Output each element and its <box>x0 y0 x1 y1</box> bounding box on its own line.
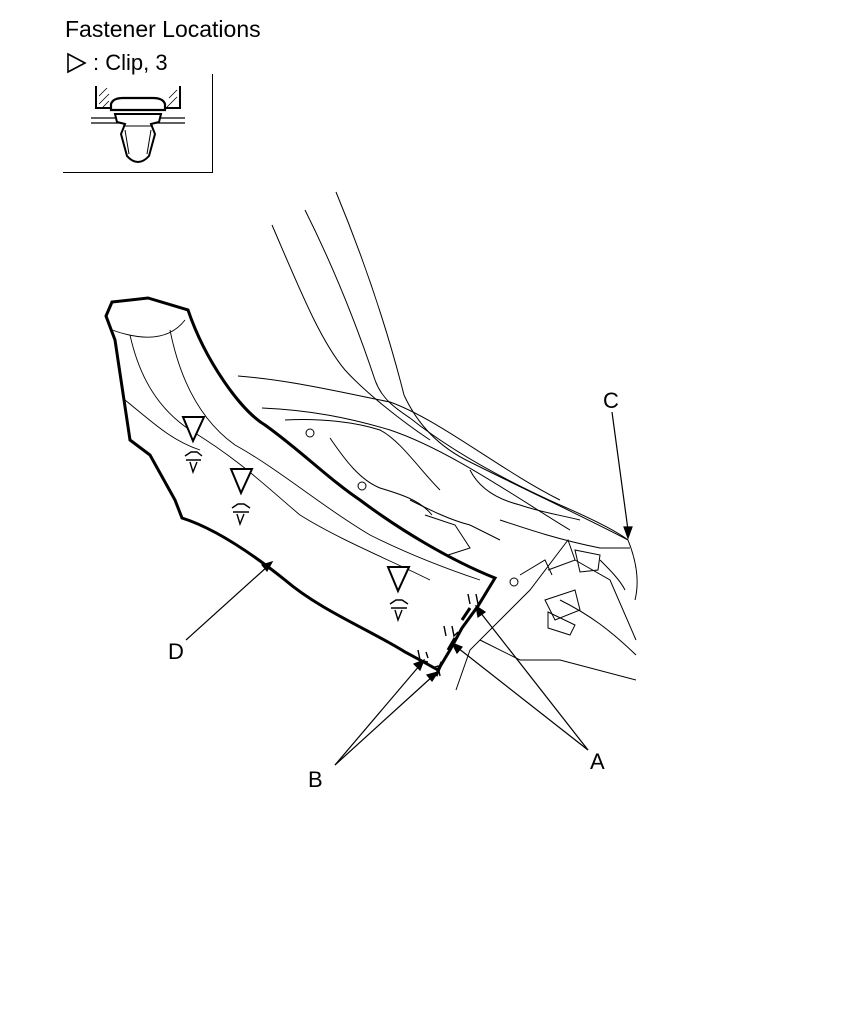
clip-marker-3 <box>386 566 411 623</box>
body-structure-lines <box>237 191 638 691</box>
clip-marker-2 <box>229 468 254 527</box>
callout-a: A <box>590 749 605 774</box>
callout-b: B <box>308 767 323 792</box>
bolt-markers <box>305 428 519 587</box>
clip-detail-box <box>63 74 213 173</box>
claw-markers <box>417 593 479 677</box>
floor-trim-outline <box>104 296 498 673</box>
legend-label: : Clip, 3 <box>93 50 168 75</box>
leader-lines <box>185 411 633 766</box>
trim-contour-lines <box>111 319 481 581</box>
clip-fastener-icon <box>91 86 185 163</box>
legend: : Clip, 3 <box>65 49 168 77</box>
page-title: Fastener Locations <box>65 16 261 42</box>
clip-marker-1 <box>181 416 206 475</box>
triangle-outline-icon <box>67 52 87 74</box>
callout-d: D <box>168 639 184 664</box>
callout-c: C <box>603 388 619 413</box>
